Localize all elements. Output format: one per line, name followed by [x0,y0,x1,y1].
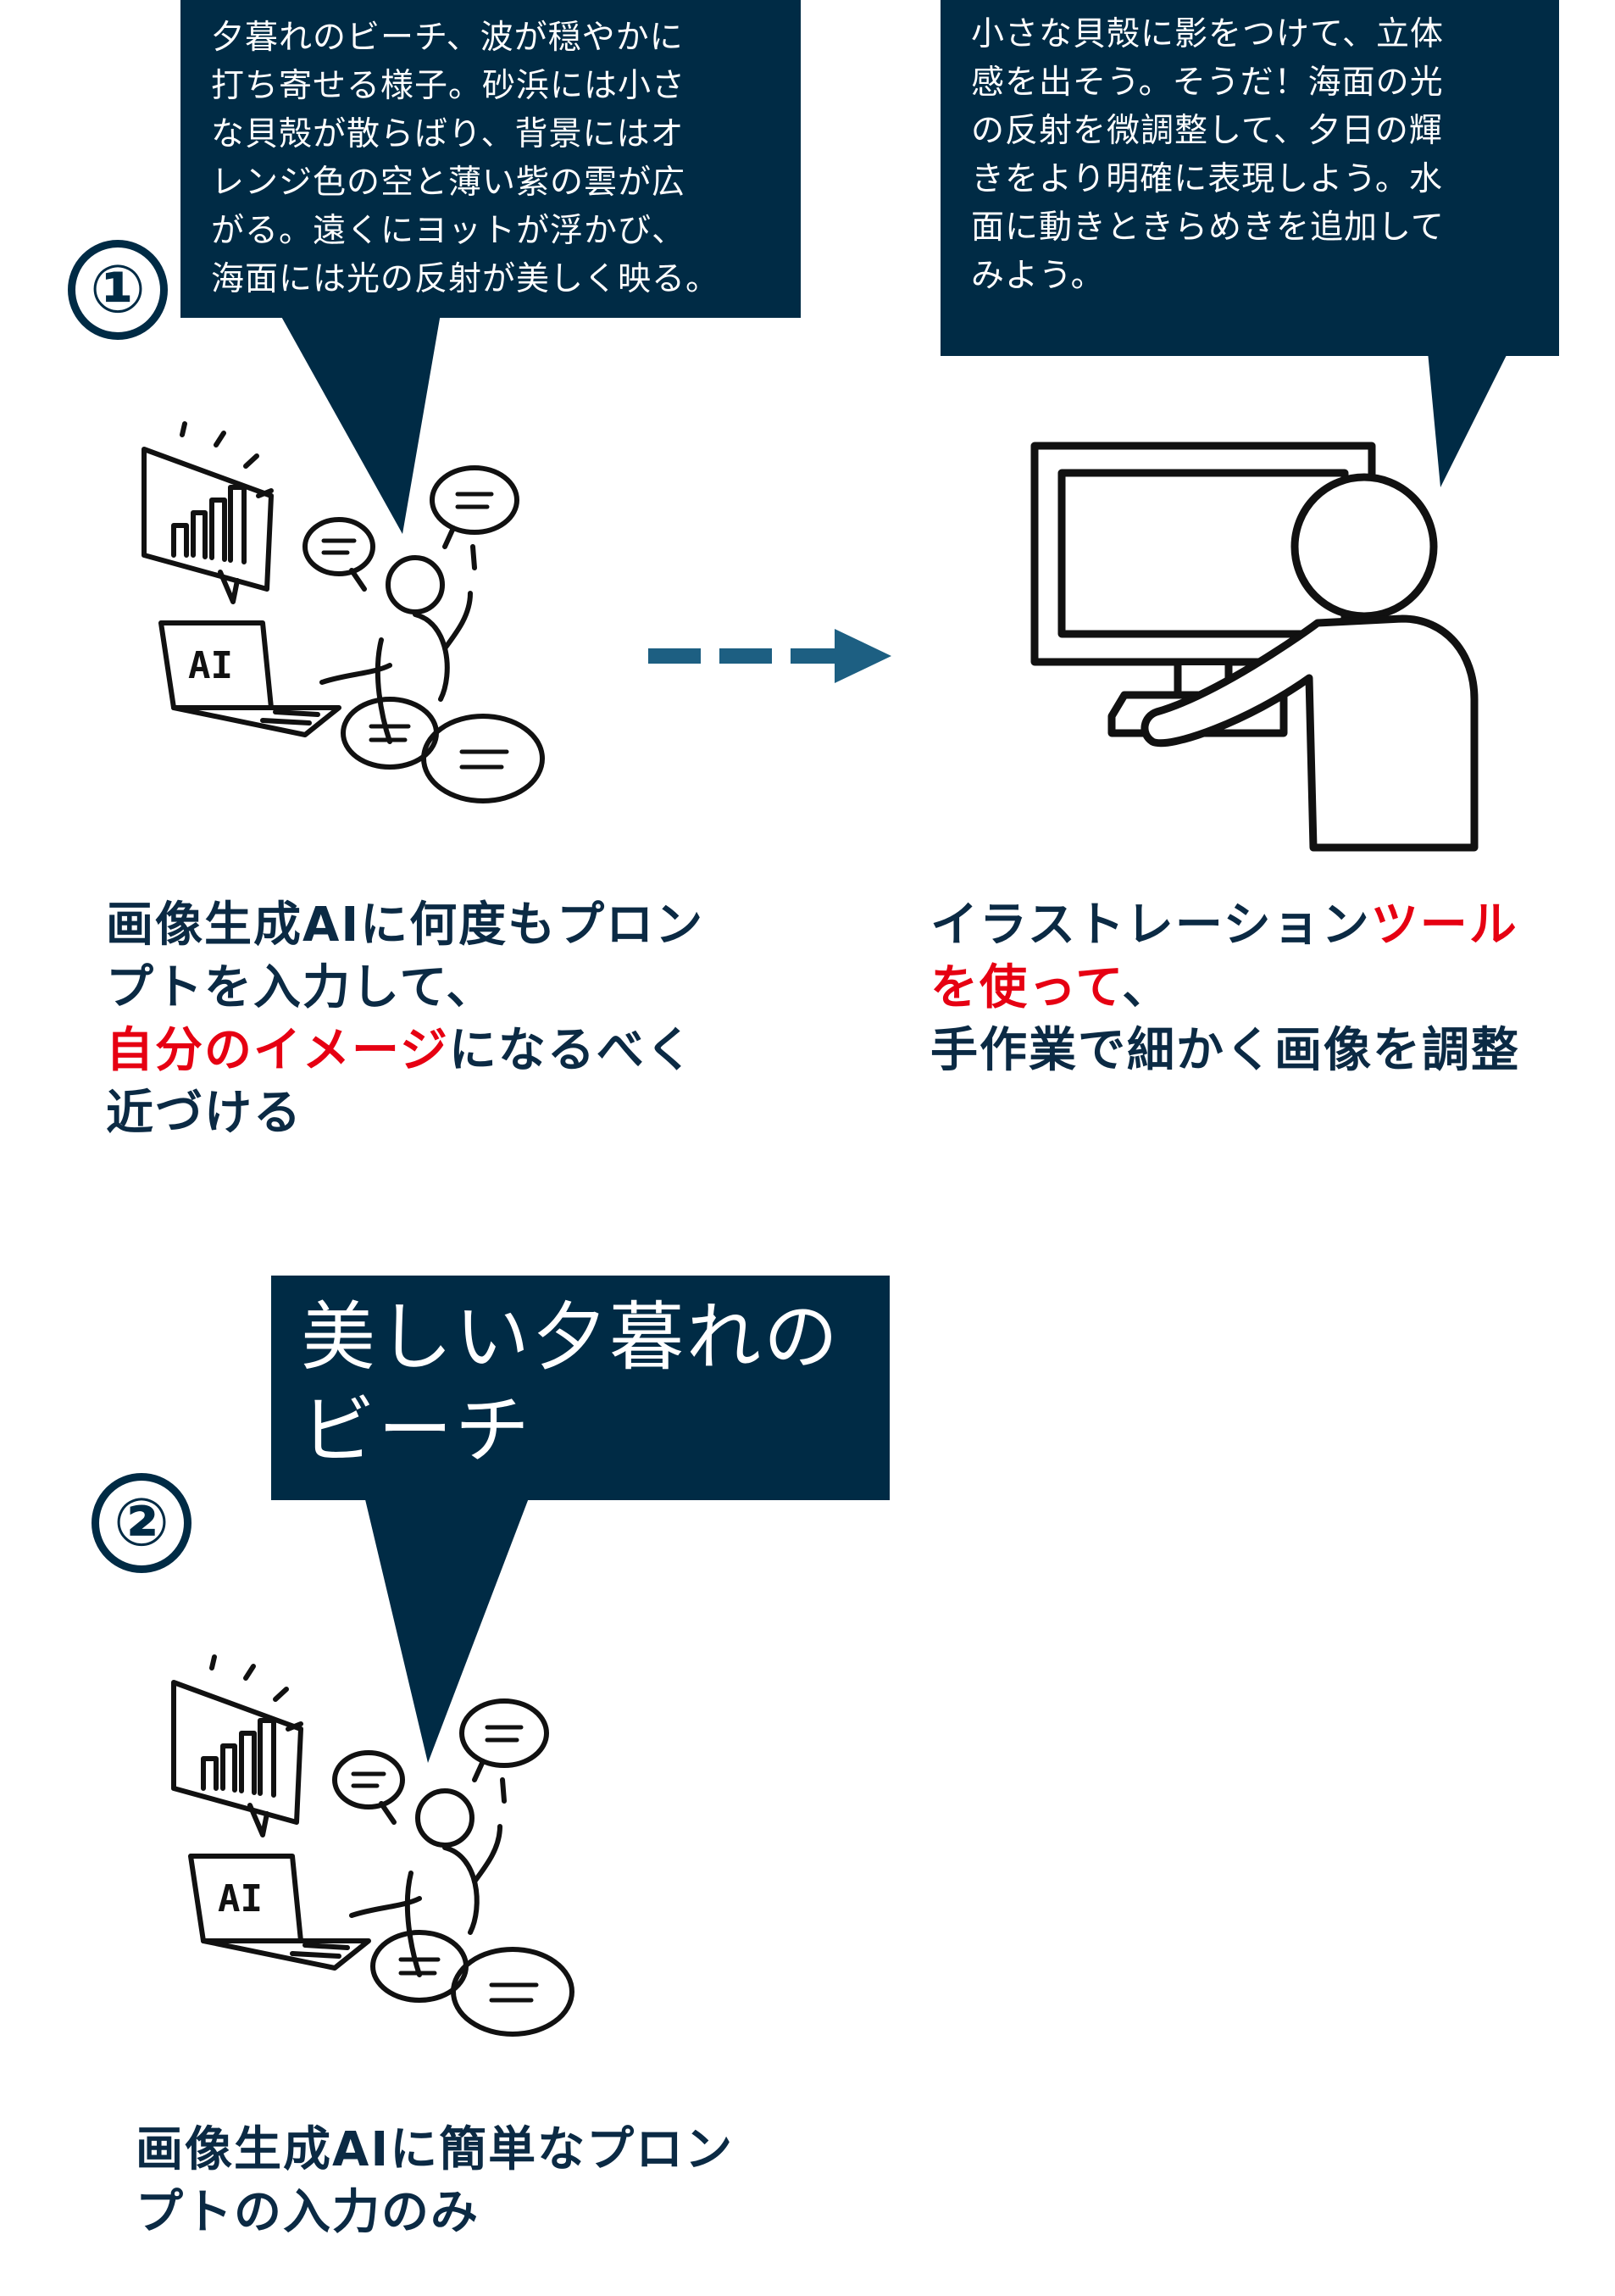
step2-caption: 画像生成AIに簡単なプロン プトの入力のみ [136,2119,734,2244]
step2-number-badge: ② [92,1473,191,1573]
step1-caption: 画像生成AIに何度もプロン プトを入力して、 自分のイメージになるべく 近づける [106,894,704,1145]
dashed-right-arrow-icon [648,629,891,683]
step1-speech-bubble: 夕暮れのビーチ、波が穏やかに 打ち寄せる様子。砂浜には小さ な貝殻が散らばり、背… [180,0,801,318]
step2-caption-line1: 画像生成AIに簡単なプロン [136,2122,735,2177]
step1b-adjust-text: 小さな貝殻に影をつけて、立体 感を出そう。そうだ！海面の光 の反射を微調整して、… [971,15,1445,295]
step1-caption-highlight: 自分のイメージ [106,1023,449,1078]
step2-speech-bubble: 美しい夕暮れの ビーチ [271,1276,890,1500]
step1-prompt-text: 夕暮れのビーチ、波が穏やかに 打ち寄せる様子。砂浜には小さ な貝殻が散らばり、背… [211,19,720,298]
step1b-caption-line2-rest: 、 [1122,960,1172,1015]
step2-number-text: ② [113,1485,170,1561]
step1b-caption-line2: を使って、 [930,957,1520,1020]
step1b-bubble-tail [1428,352,1508,487]
step1-number-text: ① [89,252,147,328]
laptop-ai-label-2: AI [218,1877,263,1921]
step1b-caption-highlight1: ツール [1370,898,1518,953]
step1b-caption-line1-dark: イラストレーション [930,898,1371,953]
person-at-monitor-icon [1030,442,1479,852]
laptop-ai-label: AI [188,644,233,687]
step1b-caption-highlight2: を使って [930,960,1123,1015]
step1-caption-line2: プトを入力して、 [106,960,496,1015]
step2-caption-line2: プトの入力のみ [136,2185,480,2240]
step1-caption-line1: 画像生成AIに何度もプロン [106,898,705,953]
step2-bubble-tail [364,1496,530,1763]
person-with-ai-laptop-icon: AI [142,421,545,803]
step1b-caption: イラストレーションツール を使って、 手作業で細かく画像を調整 [930,894,1520,1082]
step1-caption-line3-rest: になるべく [448,1023,695,1078]
step1-caption-line4: 近づける [106,1086,302,1141]
step1b-speech-bubble: 小さな貝殻に影をつけて、立体 感を出そう。そうだ！海面の光 の反射を微調整して、… [941,0,1559,356]
step1-caption-line3: 自分のイメージになるべく [106,1020,704,1082]
step1b-caption-line3: 手作業で細かく画像を調整 [930,1023,1520,1078]
step1-bubble-tail [280,314,441,534]
step1b-caption-line1: イラストレーションツール [930,894,1520,957]
step1-number-badge: ① [68,240,168,340]
step2-prompt-text: 美しい夕暮れの ビーチ [301,1293,841,1474]
person-with-ai-laptop-icon-2: AI [171,1654,574,2037]
